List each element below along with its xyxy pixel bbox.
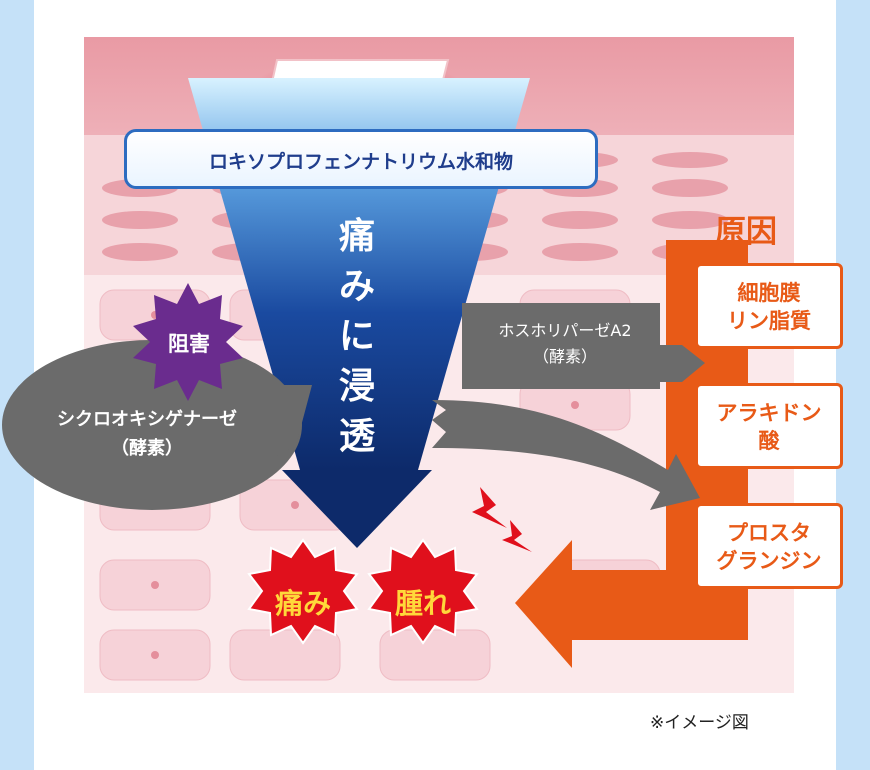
cox-name: シクロオキシゲナーゼ — [57, 409, 237, 430]
inhibit-burst — [133, 283, 243, 401]
phospholipase-arrow — [462, 303, 705, 389]
cox-pathway-arrow — [432, 400, 700, 510]
phospholipase-type: （酵素） — [532, 347, 597, 366]
inhibit-label: 阻害 — [168, 332, 210, 356]
cause-box-prostaglandin: プロスタ グランジン — [695, 503, 843, 589]
cause-title: 原因 — [715, 214, 777, 250]
swelling-burst — [367, 538, 479, 645]
cause-flow-arrow — [515, 240, 748, 668]
phospholipase-name: ホスホリパーゼA2 — [498, 321, 632, 340]
drug-name-label: ロキソプロフェンナトリウム水和物 — [124, 129, 598, 189]
pain-burst — [247, 538, 359, 645]
cause-box-arachidonic-acid: アラキドン 酸 — [695, 383, 843, 469]
penetration-arrowhead — [282, 470, 432, 548]
swelling-label: 腫れ — [394, 587, 451, 620]
phospholipase-label: ホスホリパーゼA2 （酵素） — [470, 318, 660, 370]
image-note: ※イメージ図 — [650, 713, 749, 733]
cause-item-line2: リン脂質 — [727, 309, 811, 333]
lightning-icon — [472, 487, 507, 528]
cause-item-line2: グランジン — [716, 549, 822, 573]
cause-item-line1: プロスタ — [727, 521, 811, 545]
cause-box-phospholipid: 細胞膜 リン脂質 — [695, 263, 843, 349]
cause-item-line1: アラキドン — [716, 401, 822, 425]
cox-label: シクロオキシゲナーゼ （酵素） — [22, 405, 272, 463]
cause-item-line2: 酸 — [758, 429, 780, 453]
penetration-text: 痛みに浸透 — [338, 216, 375, 457]
cox-type: （酵素） — [111, 438, 183, 459]
cause-item-line1: 細胞膜 — [737, 281, 801, 305]
pain-label: 痛み — [274, 587, 331, 620]
cox-enzyme-shape — [2, 340, 302, 510]
